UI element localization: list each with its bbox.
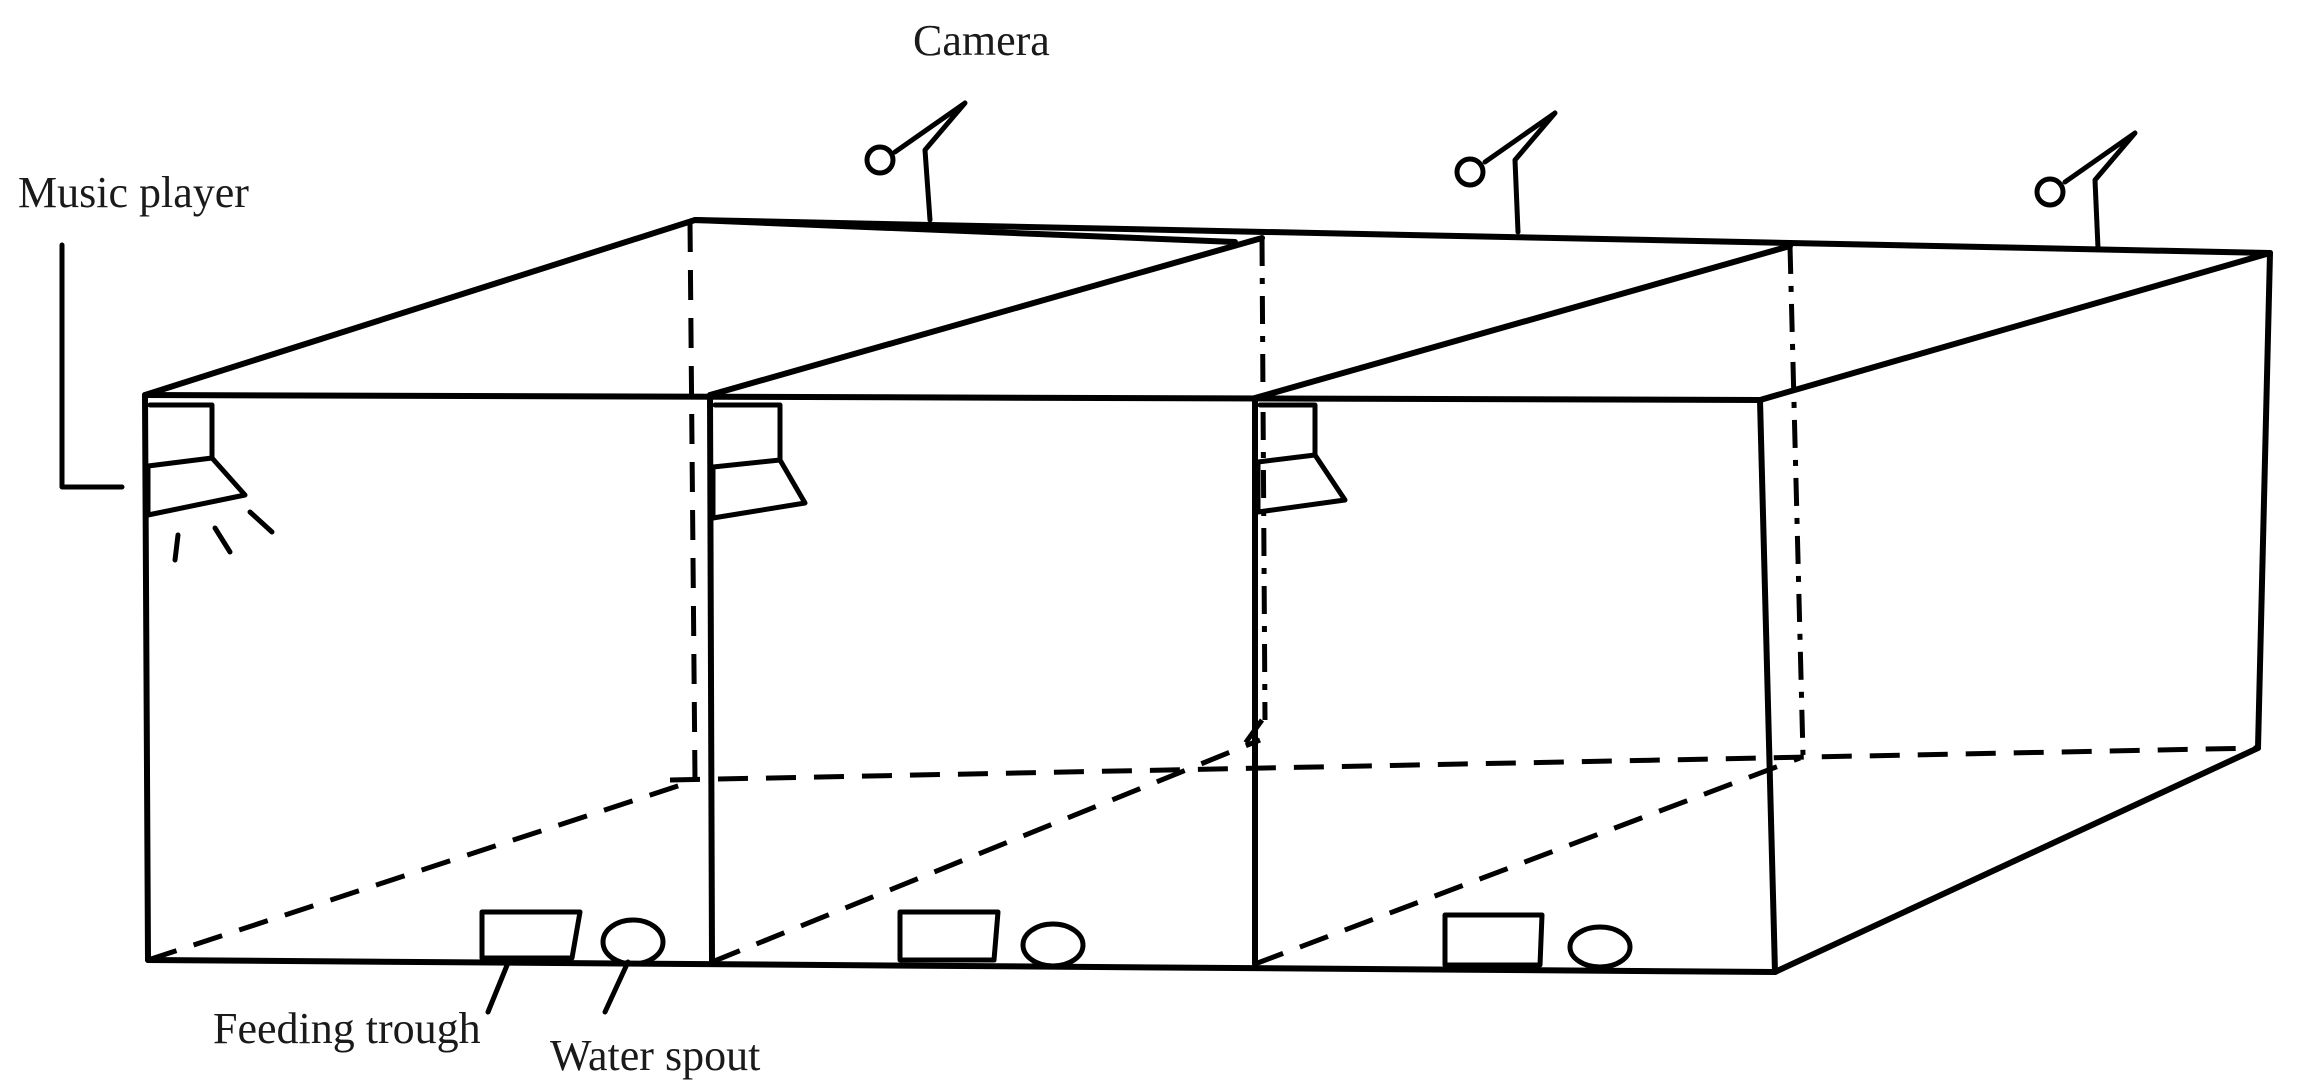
water-spout-icon	[1020, 921, 1086, 969]
camera-icon	[1454, 110, 1558, 235]
camera-icon	[864, 100, 968, 223]
speaker-icon	[710, 402, 808, 521]
feeding-trough-label: Feeding trough	[213, 1004, 481, 1053]
music-player-leader	[59, 242, 125, 490]
feeding-trough-icon	[897, 909, 1001, 963]
feeding-trough-leader	[485, 955, 513, 1015]
enclosure-front-face	[142, 392, 1778, 975]
water-spout-icon	[600, 917, 666, 967]
feeding-trough-icon	[479, 909, 583, 961]
speaker-icon	[145, 402, 275, 563]
speaker-icon	[1255, 402, 1348, 515]
enclosure-right-side	[1772, 250, 2273, 975]
water-spout-label: Water spout	[550, 1031, 760, 1080]
camera-label: Camera	[913, 16, 1050, 65]
feeding-trough-icon	[1442, 912, 1545, 968]
water-spout-icon	[1567, 924, 1633, 970]
music-player-label: Music player	[18, 168, 249, 217]
enclosure-top-face	[142, 217, 2273, 403]
water-spout-leader	[602, 959, 631, 1015]
camera-icon	[2034, 130, 2138, 251]
enclosure-hidden-edges	[147, 221, 2259, 967]
